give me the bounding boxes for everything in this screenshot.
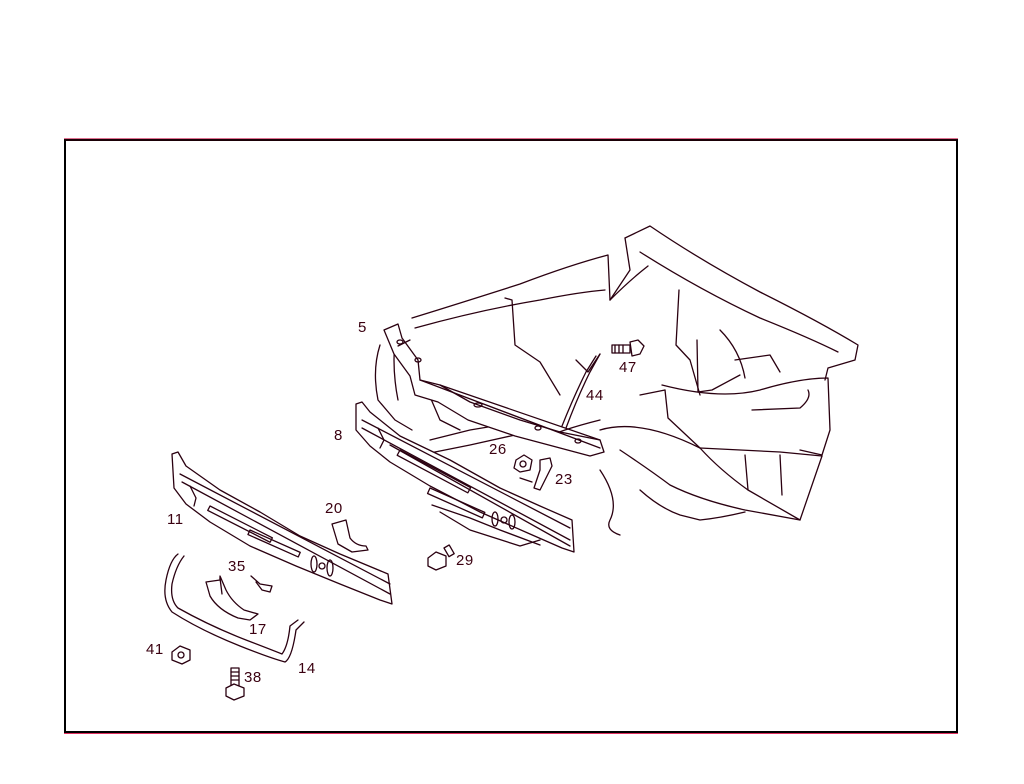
callout-47[interactable]: 47 bbox=[619, 359, 637, 376]
part-8-front-member bbox=[355, 401, 575, 553]
part-38-bolt bbox=[225, 667, 245, 701]
part-14-rod bbox=[164, 553, 305, 663]
part-35-clip bbox=[250, 575, 273, 593]
part-47-bolt bbox=[611, 339, 645, 357]
callout-20[interactable]: 20 bbox=[325, 500, 343, 517]
callout-23[interactable]: 23 bbox=[555, 471, 573, 488]
part-20-bracket bbox=[331, 519, 369, 553]
callout-35[interactable]: 35 bbox=[228, 558, 246, 575]
callout-38[interactable]: 38 bbox=[244, 669, 262, 686]
part-23-clip bbox=[519, 457, 553, 491]
callout-29[interactable]: 29 bbox=[456, 552, 474, 569]
part-5-upper-crossmember bbox=[383, 323, 605, 457]
part-17-bracket bbox=[205, 575, 259, 621]
callout-11[interactable]: 11 bbox=[167, 511, 184, 528]
part-41-nut bbox=[171, 645, 191, 665]
callout-5[interactable]: 5 bbox=[358, 319, 367, 336]
diagram-frame bbox=[64, 139, 958, 733]
part-29-bolt bbox=[427, 544, 455, 571]
callout-44[interactable]: 44 bbox=[586, 387, 604, 404]
callout-17[interactable]: 17 bbox=[249, 621, 267, 638]
part-44-rod bbox=[561, 353, 601, 429]
callout-8[interactable]: 8 bbox=[334, 427, 343, 444]
part-26-nut bbox=[513, 454, 533, 473]
part-11-lower-member bbox=[171, 451, 393, 605]
callout-14[interactable]: 14 bbox=[298, 660, 316, 677]
callout-26[interactable]: 26 bbox=[489, 441, 507, 458]
callout-41[interactable]: 41 bbox=[146, 641, 164, 658]
